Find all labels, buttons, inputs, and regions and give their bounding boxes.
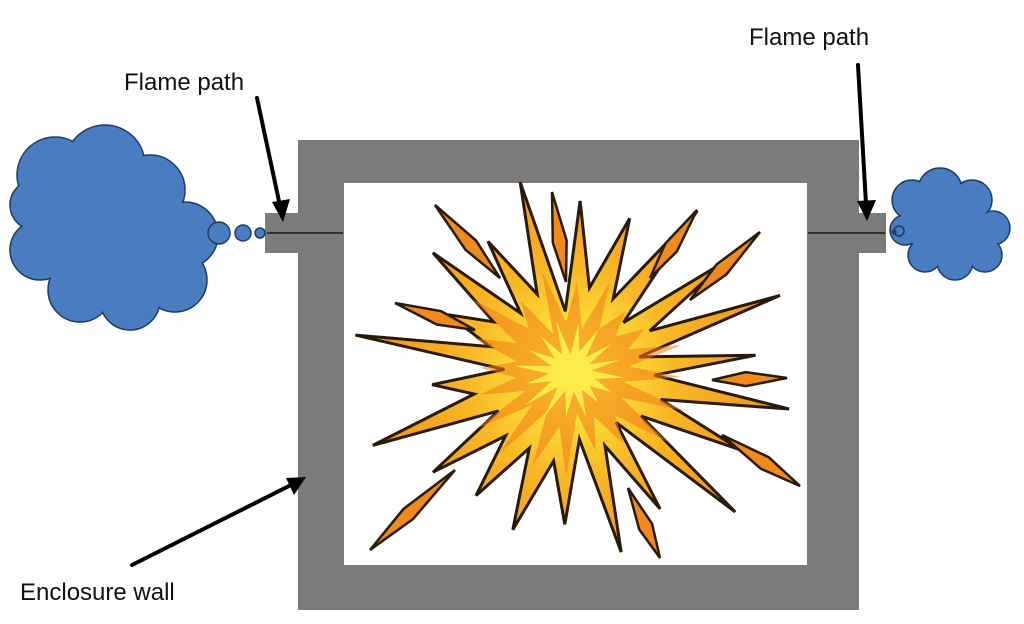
enclosure-wall-label: Enclosure wall bbox=[20, 579, 175, 606]
explosion-shard bbox=[433, 204, 502, 279]
arrow-to-right-flame-path bbox=[856, 63, 876, 221]
explosion-shard bbox=[721, 433, 801, 488]
explosion-shard bbox=[369, 469, 456, 552]
explosion-shard bbox=[394, 301, 476, 332]
smoke-cloud-icon bbox=[889, 167, 1011, 281]
explosion-burst-icon bbox=[355, 181, 801, 559]
explosion-shard bbox=[626, 487, 662, 559]
arrow-to-left-flame-path bbox=[255, 96, 290, 222]
explosion-shard bbox=[550, 191, 568, 283]
flame-path-label-right: Flame path bbox=[749, 24, 870, 51]
explosion-shard bbox=[711, 370, 788, 388]
explosion-shard bbox=[648, 209, 699, 279]
flame-path-label-left: Flame path bbox=[124, 69, 245, 96]
arrow-to-enclosure-wall bbox=[130, 477, 306, 567]
smoke-cloud-icon bbox=[9, 124, 266, 331]
explosion-shard bbox=[688, 230, 761, 302]
